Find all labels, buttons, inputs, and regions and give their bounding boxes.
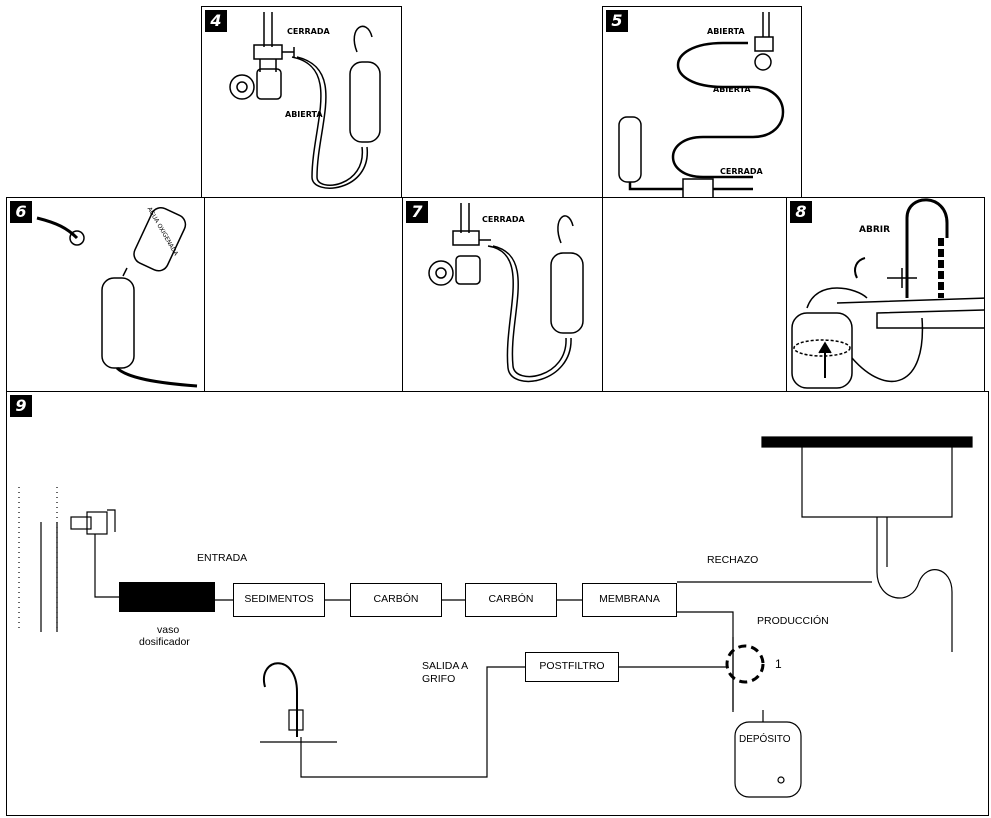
entrada-label: ENTRADA bbox=[197, 552, 248, 564]
step-7-panel: 7 CERRADA bbox=[402, 197, 603, 392]
open-label: ABIERTA bbox=[285, 110, 323, 119]
step-number: 6 bbox=[10, 201, 32, 223]
step-5-panel: 5 ABIERTA ABIERTA CERRADA bbox=[602, 6, 802, 198]
salida-label-line1: SALIDA A bbox=[422, 660, 469, 672]
closed-label: CERRADA bbox=[287, 27, 330, 36]
membrana-box: MEMBRANA bbox=[582, 583, 677, 617]
step-number: 4 bbox=[205, 10, 227, 32]
step-number: 9 bbox=[10, 395, 32, 417]
carbon-box-1: CARBÓN bbox=[350, 583, 442, 617]
valve-filter-illustration bbox=[229, 12, 381, 189]
step-9-panel: 9 bbox=[6, 391, 989, 816]
closed-label: CERRADA bbox=[482, 215, 525, 224]
dosificador-label: dosificador bbox=[139, 636, 190, 648]
step-8-panel: 8 ABRIR bbox=[786, 197, 985, 392]
salida-label-line2: GRIFO bbox=[422, 673, 456, 685]
step-4-panel: 4 CERRADA ABIERTA bbox=[201, 6, 402, 198]
connection-marker bbox=[725, 644, 765, 684]
open-label-mid: ABIERTA bbox=[713, 85, 751, 94]
blank-panel-1 bbox=[204, 197, 403, 392]
step-number: 8 bbox=[790, 201, 812, 223]
vaso-label: vaso bbox=[157, 624, 180, 636]
marker-number: 1 bbox=[775, 657, 782, 671]
open-label: ABRIR bbox=[859, 225, 891, 235]
valve-filter-illustration bbox=[428, 203, 584, 383]
produccion-label: PRODUCCIÓN bbox=[757, 615, 829, 627]
dosing-vessel bbox=[119, 582, 215, 612]
closed-label: CERRADA bbox=[720, 167, 763, 176]
step-number: 7 bbox=[406, 201, 428, 223]
deposito-label: DEPÓSITO bbox=[739, 734, 791, 745]
step-6-panel: 6 AGUA OXIGENADA bbox=[6, 197, 205, 392]
open-label-top: ABIERTA bbox=[707, 27, 745, 36]
blank-panel-2 bbox=[602, 197, 787, 392]
peroxide-filter-illustration bbox=[36, 207, 198, 388]
coiled-tube-illustration bbox=[618, 12, 785, 197]
rechazo-label: RECHAZO bbox=[707, 554, 759, 566]
sedimentos-box: SEDIMENTOS bbox=[233, 583, 325, 617]
system-flow-diagram bbox=[18, 436, 973, 798]
step-number: 5 bbox=[606, 10, 628, 32]
carbon-box-2: CARBÓN bbox=[465, 583, 557, 617]
postfiltro-box: POSTFILTRO bbox=[525, 652, 619, 682]
faucet-tank-illustration bbox=[791, 198, 984, 389]
